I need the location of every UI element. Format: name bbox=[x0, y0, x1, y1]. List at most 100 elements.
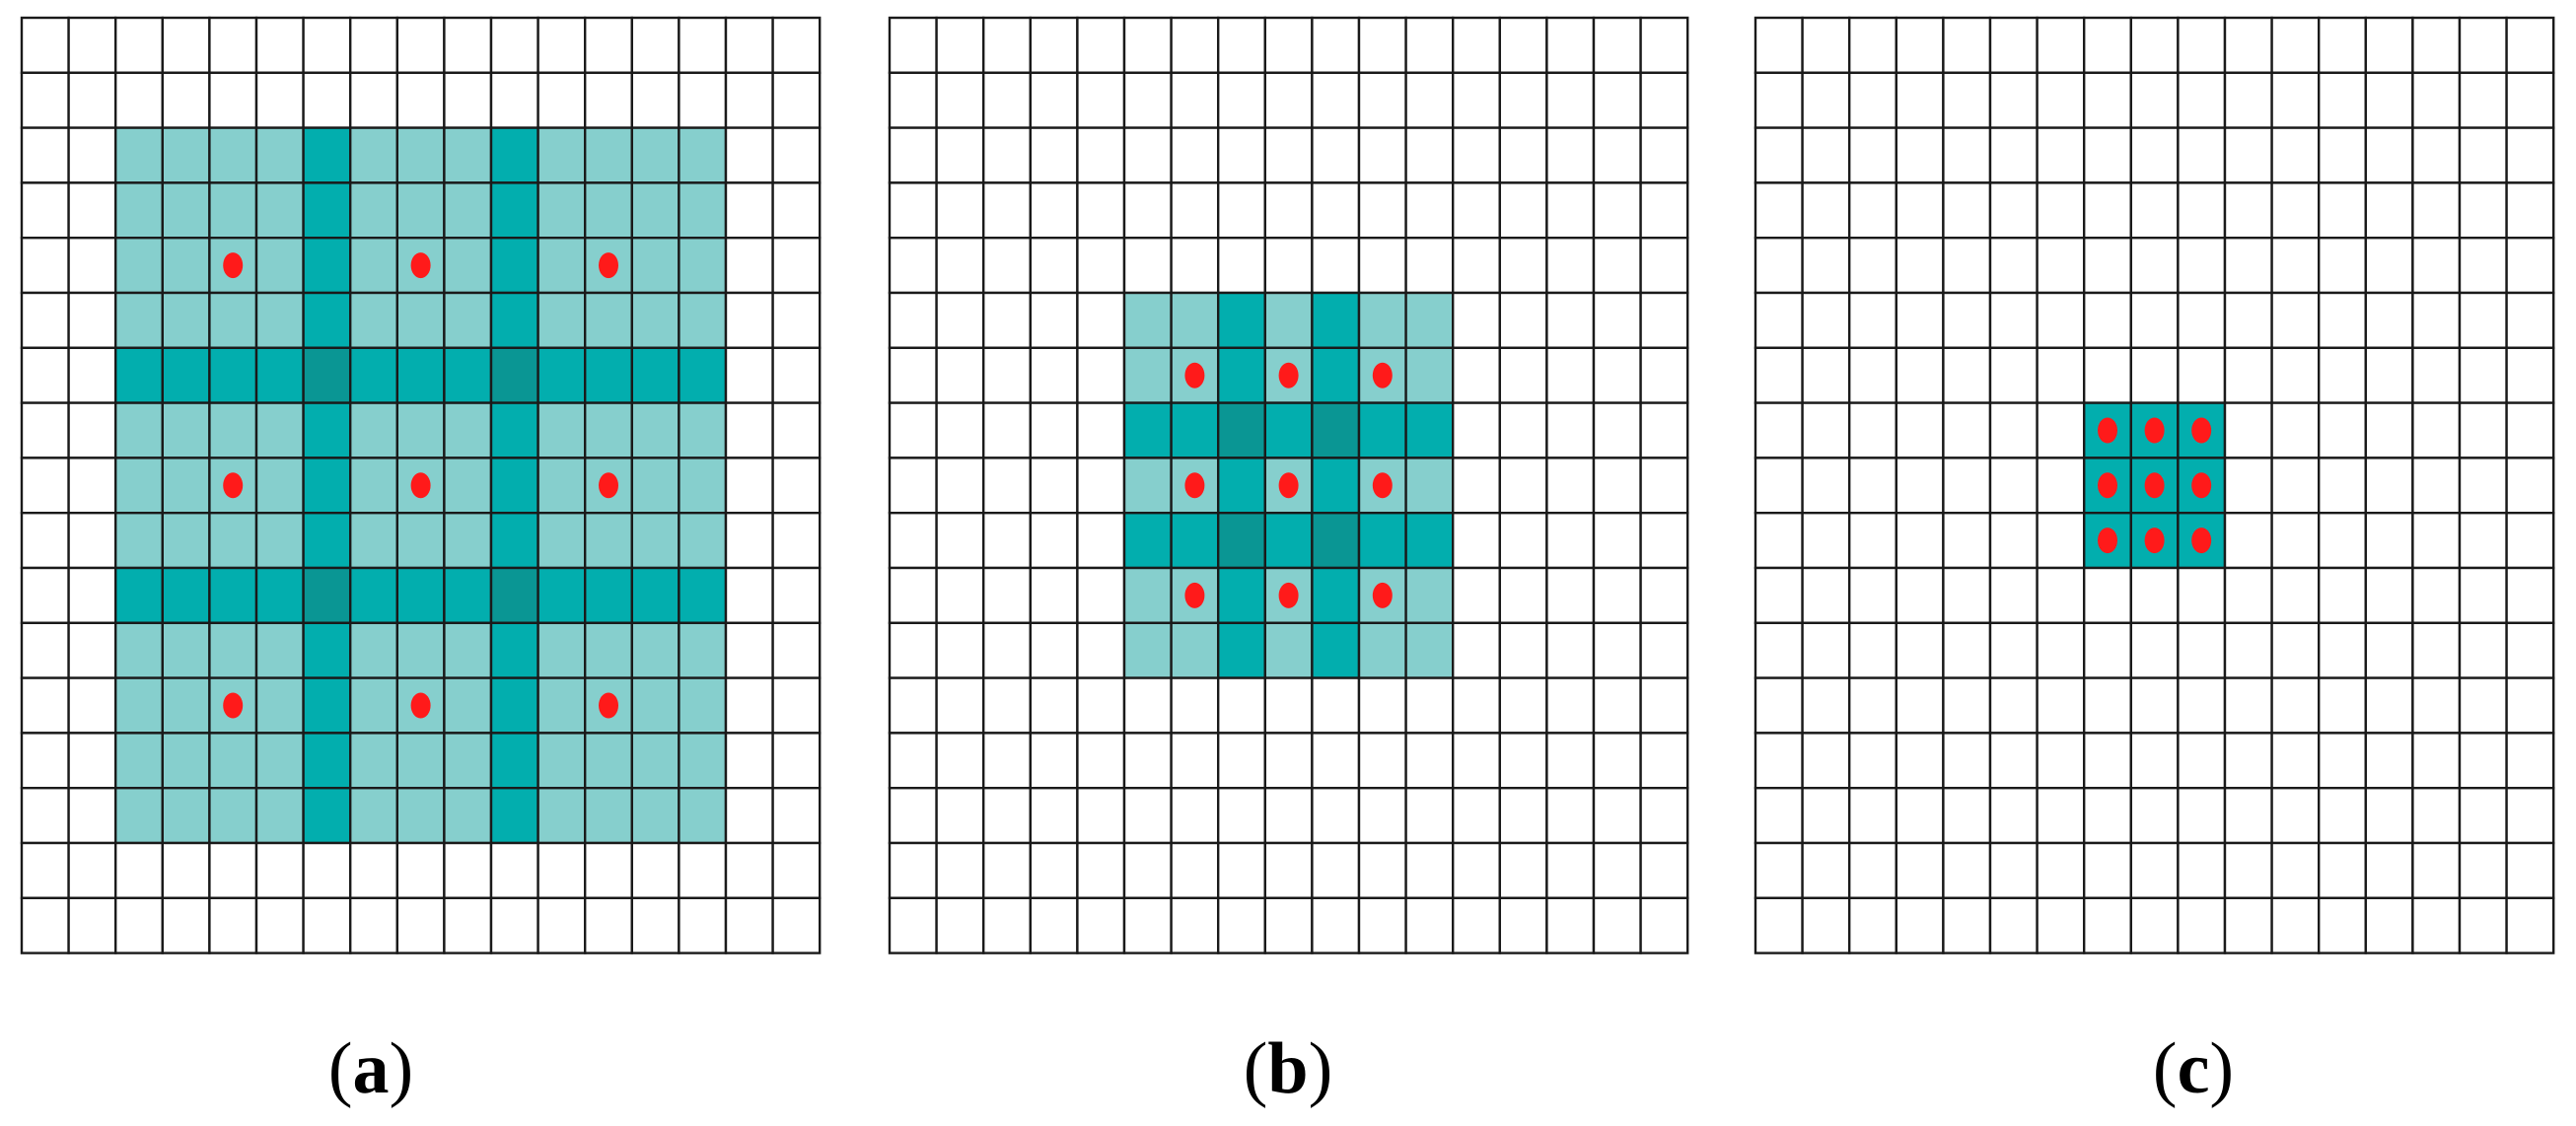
grid-cell bbox=[584, 621, 634, 679]
grid-cell bbox=[2317, 621, 2367, 679]
grid-cell bbox=[1076, 236, 1126, 295]
grid-cell bbox=[678, 512, 728, 570]
grid-cell bbox=[982, 457, 1033, 515]
grid-cell bbox=[302, 896, 352, 954]
grid-cell bbox=[537, 787, 587, 845]
grid-cell bbox=[489, 621, 539, 679]
grid-cell bbox=[1029, 16, 1079, 74]
grid-cell bbox=[67, 512, 117, 570]
grid-cell bbox=[2129, 126, 2180, 184]
grid-cell bbox=[2364, 676, 2414, 735]
grid-cell bbox=[1639, 732, 1689, 790]
grid-cell bbox=[1263, 16, 1314, 74]
grid-cell bbox=[1801, 841, 1851, 899]
grid-cell bbox=[395, 841, 446, 899]
grid-cell bbox=[1451, 566, 1501, 624]
grid-cell bbox=[1357, 732, 1407, 790]
grid-cell bbox=[630, 126, 680, 184]
grid-cell bbox=[1592, 346, 1642, 404]
grid-cell bbox=[2270, 732, 2321, 790]
grid-cell bbox=[630, 676, 680, 735]
grid-cell bbox=[1895, 732, 1945, 790]
grid-cell bbox=[1895, 236, 1945, 295]
grid-cell bbox=[443, 732, 493, 790]
grid-cell bbox=[1801, 126, 1851, 184]
grid-cell bbox=[724, 126, 774, 184]
grid-cell bbox=[1639, 346, 1689, 404]
grid-cell bbox=[771, 126, 822, 184]
grid-cell bbox=[584, 841, 634, 899]
grid-cell bbox=[489, 896, 539, 954]
grid-cell bbox=[443, 181, 493, 240]
grid-cell bbox=[630, 16, 680, 74]
grid-cell bbox=[1847, 236, 1897, 295]
grid-cell bbox=[2317, 841, 2367, 899]
grid-cell bbox=[1311, 512, 1361, 570]
grid-cell bbox=[67, 71, 117, 129]
grid-cell bbox=[1170, 401, 1220, 459]
grid-cell bbox=[1639, 16, 1689, 74]
grid-cell bbox=[2036, 457, 2086, 515]
grid-cell bbox=[1801, 71, 1851, 129]
grid-cell bbox=[1639, 401, 1689, 459]
grid-cell bbox=[2082, 71, 2132, 129]
grid-cell bbox=[2223, 732, 2273, 790]
grid-cell bbox=[1076, 566, 1126, 624]
grid-cell bbox=[1076, 621, 1126, 679]
grid-cell bbox=[1311, 621, 1361, 679]
grid-cell bbox=[771, 621, 822, 679]
grid-cell bbox=[443, 676, 493, 735]
grid-cell bbox=[349, 401, 399, 459]
grid-cell bbox=[935, 16, 985, 74]
grid-cell bbox=[1942, 457, 1992, 515]
grid-cell bbox=[1404, 787, 1455, 845]
grid-cell bbox=[1592, 512, 1642, 570]
grid-cell bbox=[302, 732, 352, 790]
grid-cell bbox=[1216, 126, 1266, 184]
grid-cell bbox=[1545, 787, 1596, 845]
grid-cell bbox=[1942, 401, 1992, 459]
grid-cell bbox=[771, 16, 822, 74]
grid-cell bbox=[2505, 16, 2555, 74]
grid-cell bbox=[1357, 126, 1407, 184]
grid-cell bbox=[395, 676, 446, 735]
grid-cell bbox=[443, 291, 493, 349]
grid-cell bbox=[349, 291, 399, 349]
grid-cell bbox=[2082, 181, 2132, 240]
grid-cell bbox=[1545, 841, 1596, 899]
grid-cell bbox=[2505, 236, 2555, 295]
grid-cell bbox=[1170, 236, 1220, 295]
grid-cell bbox=[2223, 126, 2273, 184]
grid-cell bbox=[2364, 126, 2414, 184]
kernel-tap-dot bbox=[2144, 528, 2165, 554]
grid-cell bbox=[2458, 401, 2508, 459]
grid-cell bbox=[1029, 457, 1079, 515]
grid-cell bbox=[1311, 181, 1361, 240]
grid-cell bbox=[771, 181, 822, 240]
grid-cell bbox=[302, 401, 352, 459]
grid-cell bbox=[1451, 181, 1501, 240]
grid-cell bbox=[724, 181, 774, 240]
grid-cell bbox=[1847, 181, 1897, 240]
grid-cell bbox=[1988, 401, 2039, 459]
grid-cell bbox=[1847, 16, 1897, 74]
grid-cell bbox=[2036, 566, 2086, 624]
grid-cell bbox=[584, 181, 634, 240]
kernel-tap-dot bbox=[223, 472, 244, 499]
grid-cell bbox=[208, 841, 258, 899]
grid-cell bbox=[1753, 126, 1804, 184]
grid-cell bbox=[1170, 181, 1220, 240]
grid-cell bbox=[630, 181, 680, 240]
grid-cell bbox=[982, 126, 1033, 184]
kernel-tap-dot bbox=[1372, 362, 1393, 388]
grid-cell bbox=[1404, 457, 1455, 515]
grid-cell bbox=[630, 566, 680, 624]
grid-cell bbox=[67, 621, 117, 679]
grid-cell bbox=[1170, 512, 1220, 570]
grid-cell bbox=[888, 512, 938, 570]
grid-cell bbox=[1847, 401, 1897, 459]
grid-cell bbox=[1263, 236, 1314, 295]
grid-cell bbox=[1216, 457, 1266, 515]
kernel-tap-dot bbox=[599, 472, 618, 499]
grid-cell bbox=[1592, 291, 1642, 349]
